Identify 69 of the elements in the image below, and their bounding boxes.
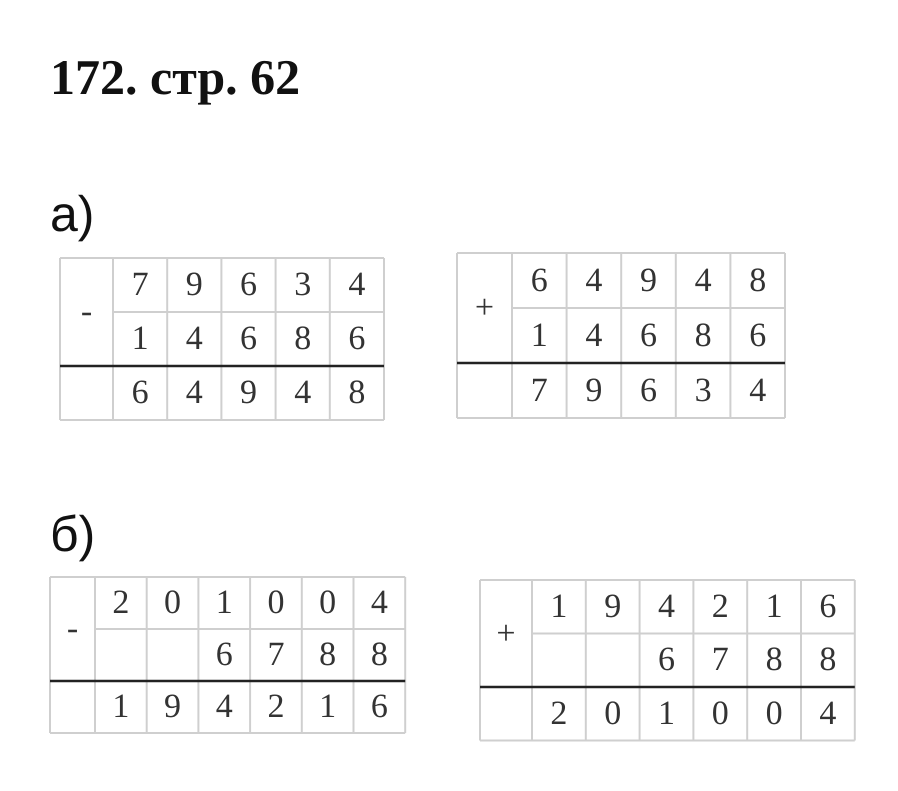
digit: 3 [694,370,713,410]
digit: 8 [748,260,768,300]
digit: 8 [318,635,338,675]
operator-sign: - [66,609,80,649]
digit: 4 [656,586,676,627]
exercise-title: 172. стр. 62 [50,48,300,106]
part-label: б) [50,505,96,563]
operator-sign: - [80,292,94,332]
digit: 6 [347,319,366,359]
digit: 1 [764,586,784,627]
digit: 6 [638,370,658,410]
digit: 8 [293,319,312,359]
digit: 6 [130,373,150,413]
digit: 7 [710,640,730,680]
digit: 9 [184,265,204,305]
digit: 3 [293,265,312,305]
digit: 1 [130,319,150,359]
digit: 4 [184,373,204,413]
digit: 7 [130,265,150,305]
digit: 4 [584,260,604,300]
digit: 0 [318,583,338,623]
digit: 2 [111,583,130,623]
digit: 1 [318,687,338,727]
digit: 8 [694,316,713,356]
digit: 4 [347,265,366,305]
digit: 0 [764,694,784,734]
digit: 6 [238,265,258,305]
part-label: а) [50,185,94,243]
digit: 4 [293,373,312,413]
digit: 9 [638,260,658,300]
digit: 9 [584,370,604,410]
digit: 1 [111,687,130,727]
digit: 4 [214,687,234,727]
digit: 2 [710,586,730,627]
digit: 8 [370,635,389,675]
operator-sign: + [474,288,496,328]
digit: 9 [603,586,622,627]
digit: 1 [656,694,676,734]
digit: 0 [163,583,182,623]
digit: 7 [266,635,286,675]
digit: 1 [214,583,234,623]
digit: 7 [530,370,549,410]
digit: 1 [549,586,568,627]
digit: 8 [764,640,784,680]
digit: 1 [530,316,549,356]
digit: 9 [163,687,182,727]
digit: 2 [549,694,568,734]
digit: 4 [184,319,204,359]
digit: 8 [818,640,838,680]
digit: 0 [603,694,622,734]
digit: 6 [818,586,838,627]
operator-sign: + [495,614,517,654]
digit: 6 [370,687,389,727]
digit: 4 [818,694,838,734]
digit: 4 [748,370,768,410]
digit: 2 [266,687,286,727]
digit: 6 [238,319,258,359]
digit: 6 [638,316,658,356]
digit: 4 [370,583,389,623]
digit: 6 [530,260,549,300]
digit: 6 [748,316,768,356]
digit: 0 [710,694,730,734]
digit: 4 [584,316,604,356]
digit: 6 [214,635,234,675]
digit: 8 [347,373,366,413]
digit: 4 [694,260,713,300]
digit: 0 [266,583,286,623]
digit: 9 [238,373,258,413]
digit: 6 [656,640,676,680]
